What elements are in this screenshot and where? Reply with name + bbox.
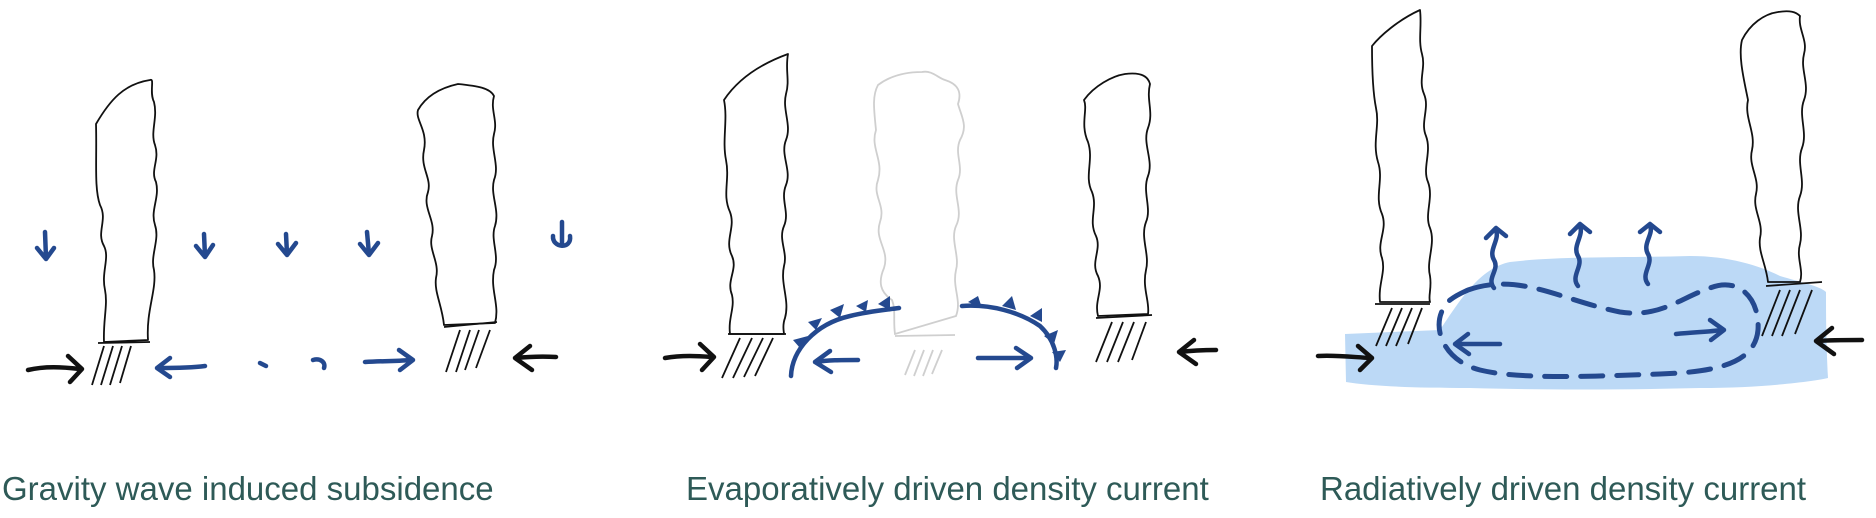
cloud-base-line <box>443 321 498 328</box>
panel-radiative <box>1315 9 1865 390</box>
rain-hatch-icon <box>1375 307 1423 347</box>
subsidence-arrow-icon <box>34 229 57 262</box>
rain-hatch-icon <box>1761 289 1813 337</box>
panel-gravity-wave <box>25 79 573 386</box>
inflow-arrow-icon <box>1176 337 1219 367</box>
dissipated-cloud-icon <box>873 70 965 336</box>
cloud-base-line <box>894 334 956 337</box>
cloud-column-icon <box>1739 10 1807 283</box>
cloud-column-icon <box>1371 9 1433 303</box>
radiative-cooling-arrow-icon <box>1637 221 1663 287</box>
gust-front-icon <box>959 296 1066 371</box>
cloud-column-icon <box>1083 72 1152 317</box>
inflow-arrow-icon <box>662 341 717 373</box>
inflow-arrow-icon <box>512 343 559 373</box>
subsidence-arrow-icon <box>357 229 381 258</box>
rain-hatch-icon <box>904 349 943 377</box>
cloud-column-icon <box>95 79 158 343</box>
cloud-base-line <box>97 341 151 344</box>
radiative-cooling-arrow-icon <box>1483 225 1509 291</box>
surface-arrow-icon <box>310 357 327 371</box>
cloud-base-line <box>1765 281 1823 287</box>
subsidence-arrow-icon <box>193 231 216 260</box>
rain-hatch-icon <box>91 345 132 386</box>
radiative-cooling-arrow-icon <box>1567 221 1593 289</box>
cold-pool-region <box>1345 256 1828 390</box>
inflow-arrow-icon <box>1813 325 1865 357</box>
rain-hatch-icon <box>1095 321 1147 363</box>
panel-caption-evaporative: Evaporatively driven density current <box>686 470 1209 507</box>
panel-caption-radiative: Radiatively driven density current <box>1320 470 1807 507</box>
subsidence-arrow-icon <box>550 219 573 248</box>
surface-arrow-icon <box>257 360 269 369</box>
inflow-arrow-icon <box>25 353 85 385</box>
outflow-arrow-icon <box>1452 331 1503 357</box>
convection-mechanisms-diagram <box>25 9 1865 390</box>
cloud-base-line <box>1095 314 1153 319</box>
cloud-column-icon <box>416 83 498 326</box>
gust-front-icon <box>788 296 902 379</box>
outflow-arrow-icon <box>975 345 1034 371</box>
outflow-arrow-icon <box>812 348 861 375</box>
inflow-arrow-icon <box>1315 343 1375 373</box>
circulation-loop-icon <box>1436 281 1761 379</box>
panel-caption-gravity-wave: Gravity wave induced subsidence <box>2 470 494 507</box>
rain-hatch-icon <box>445 329 491 373</box>
rain-hatch-icon <box>721 337 774 379</box>
outflow-arrow-icon <box>154 355 208 380</box>
outflow-arrow-icon <box>362 347 416 373</box>
outflow-arrow-icon <box>1673 317 1727 343</box>
cloud-column-icon <box>723 53 789 335</box>
subsidence-arrow-icon <box>275 231 299 258</box>
panel-evaporative <box>662 53 1219 379</box>
